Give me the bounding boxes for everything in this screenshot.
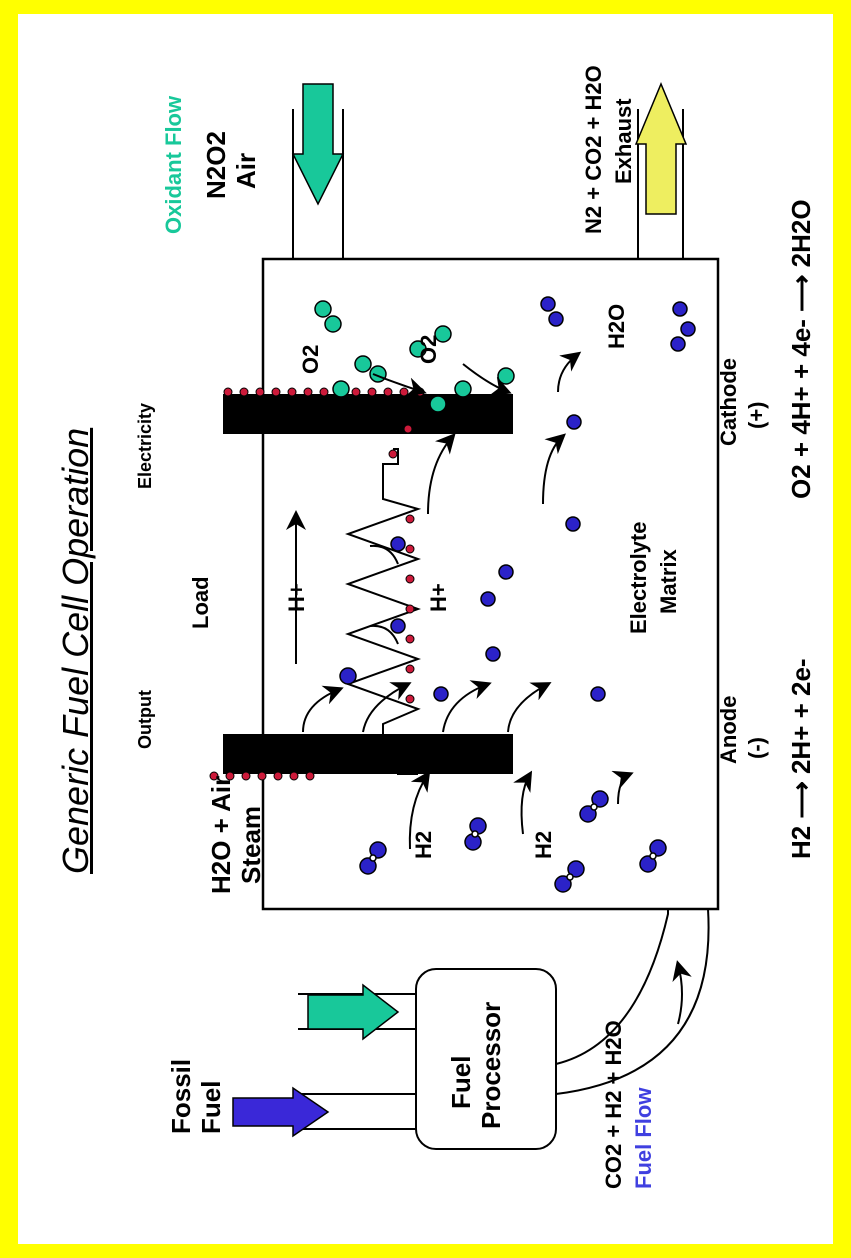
diagram-title: Generic Fuel Cell Operation <box>55 427 96 874</box>
h2o-label: H2O <box>604 303 629 349</box>
oxidant-arrow <box>291 83 345 206</box>
electrons-anode <box>209 771 315 781</box>
steam-label: Steam <box>236 805 266 884</box>
fuel-processor-box <box>415 968 557 1150</box>
o2-arrows <box>372 363 512 397</box>
electrons-circuit <box>388 424 415 704</box>
anode-reaction: H2 ⟶ 2H+ + 2e- <box>786 658 816 859</box>
h2-arrows <box>408 770 634 850</box>
cathode-sign: (+) <box>744 401 769 430</box>
h2-label-1: H2 <box>411 830 436 859</box>
output-label: Output <box>135 690 155 749</box>
fuel-flow-label: Fuel Flow <box>631 1087 656 1189</box>
fuel-processor-line1: Fuel <box>446 1055 476 1109</box>
diagram-stage: Generic Fuel Cell Operation Output Elect… <box>18 14 833 1244</box>
hplus-label-1: H+ <box>284 583 309 612</box>
reformate-label: CO2 + H2 + H2O <box>601 1020 626 1189</box>
h2-molecules <box>359 790 667 893</box>
reformate-path-inner <box>555 909 669 1065</box>
electrolyte-label-2: Matrix <box>656 549 681 614</box>
oxidant-flow-label: Oxidant Flow <box>161 95 186 234</box>
steam-arrow <box>307 983 400 1041</box>
o2-molecules <box>314 300 515 413</box>
anode-plate <box>223 734 513 774</box>
h2o-molecules <box>540 296 696 352</box>
o2-label-1: O2 <box>298 344 323 374</box>
exhaust-label: Exhaust <box>611 98 636 184</box>
n2o2-label: N2O2 <box>201 131 231 199</box>
reformate-path-outer <box>555 908 710 1095</box>
air-label: Air <box>231 152 261 189</box>
cathode-reaction: O2 + 4H+ + 4e- ⟶ 2H2O <box>786 199 816 499</box>
cathode-plate <box>223 394 513 434</box>
electrolyte-label-1: Electrolyte <box>626 521 651 635</box>
hplus-ions <box>339 414 606 702</box>
hplus-label-2: H+ <box>426 583 451 612</box>
h2o-air-label: H2O + Air <box>206 775 236 894</box>
electricity-label: Electricity <box>135 402 155 489</box>
fuel-processor-line2: Processor <box>476 1001 506 1129</box>
load-label: Load <box>188 576 213 629</box>
fossil-fuel-arrow <box>232 1086 330 1138</box>
hplus-arrows <box>302 433 566 733</box>
exhaust-products-label: N2 + CO2 + H2O <box>581 65 606 234</box>
cathode-label: Cathode <box>716 358 741 446</box>
fossil-label: Fossil <box>166 1058 196 1134</box>
diagram-rotated-canvas: Generic Fuel Cell Operation Output Elect… <box>18 14 833 1244</box>
fuel-cell-diagram <box>209 82 720 1150</box>
anode-label: Anode <box>716 695 741 764</box>
h2-label-2: H2 <box>531 830 556 859</box>
o2-label-2: O2 <box>416 334 441 364</box>
load-resistor <box>345 448 422 749</box>
anode-sign: (-) <box>744 737 769 759</box>
fuel-label: Fuel <box>196 1080 226 1134</box>
exhaust-arrow <box>634 82 688 215</box>
